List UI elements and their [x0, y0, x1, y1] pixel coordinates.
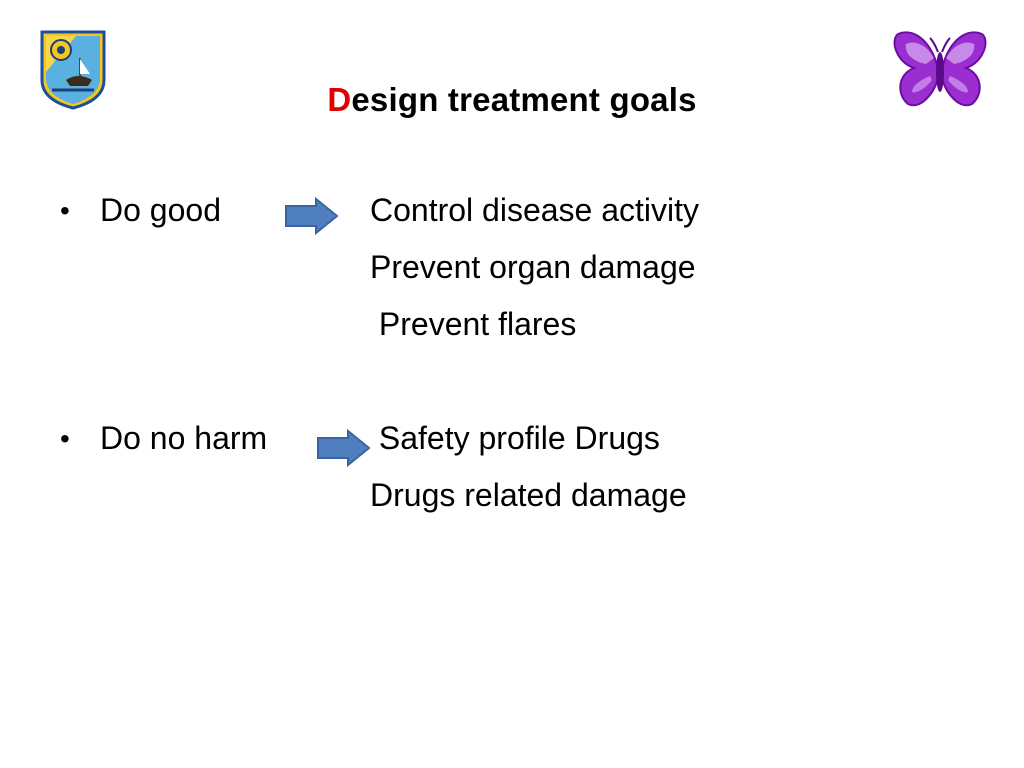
slide-title: Design treatment goals [0, 78, 1024, 122]
purple-butterfly-icon [893, 31, 987, 107]
bullet-dot: • [60, 423, 70, 454]
university-seal-icon [40, 30, 106, 110]
bullet-label-do-good: Do good [100, 192, 221, 228]
do-no-harm-item-2: Drugs related damage [370, 477, 687, 513]
title-rest: esign treatment goals [351, 81, 697, 118]
do-good-item-2: Prevent organ damage [370, 249, 696, 285]
right-arrow-icon [285, 196, 339, 236]
do-no-harm-item-1: Safety profile Drugs [370, 420, 660, 456]
bullet-label-do-no-harm: Do no harm [100, 420, 268, 456]
do-good-item-1: Control disease activity [370, 192, 700, 228]
right-arrow-icon [317, 428, 371, 468]
bullet-dot: • [60, 195, 70, 226]
title-first-letter: D [327, 81, 352, 118]
do-good-item-3: Prevent flares [370, 306, 577, 342]
